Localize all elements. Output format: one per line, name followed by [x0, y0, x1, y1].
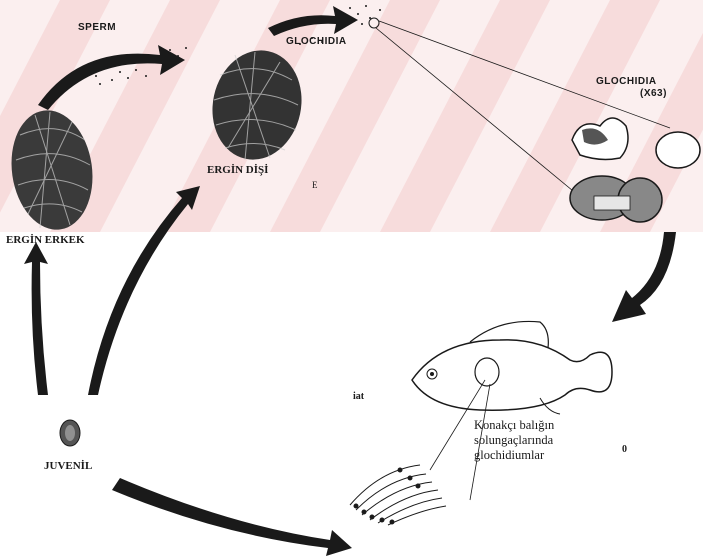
host-fish	[412, 321, 612, 500]
host-caption: Konakçı balığın solungaçlarında glochidi…	[474, 418, 554, 463]
arrow-to-juvenile	[112, 478, 352, 556]
fragment-at: iat	[353, 391, 364, 402]
glochidia-zoom-label: GLOCHIDIA	[596, 76, 657, 87]
glochidia-label: GLOCHIDIA	[286, 36, 347, 47]
adult-female-label: ERGİN DİŞİ	[207, 164, 268, 176]
magnification-label: (X63)	[640, 88, 667, 99]
fish-gill-detail	[350, 465, 446, 525]
host-caption-line-3: glochidiumlar	[474, 448, 554, 463]
juvenile-mussel	[60, 420, 80, 446]
adult-male-label: ERGİN ERKEK	[6, 234, 85, 246]
host-caption-line-1: Konakçı balığın	[474, 418, 554, 433]
sperm-label: SPERM	[78, 22, 116, 33]
fragment-e: E	[312, 180, 318, 190]
juvenile-label: JUVENİL	[44, 460, 92, 472]
arrow-to-host	[612, 232, 676, 322]
fragment-o: 0	[622, 444, 627, 455]
host-caption-line-2: solungaçlarında	[474, 433, 554, 448]
